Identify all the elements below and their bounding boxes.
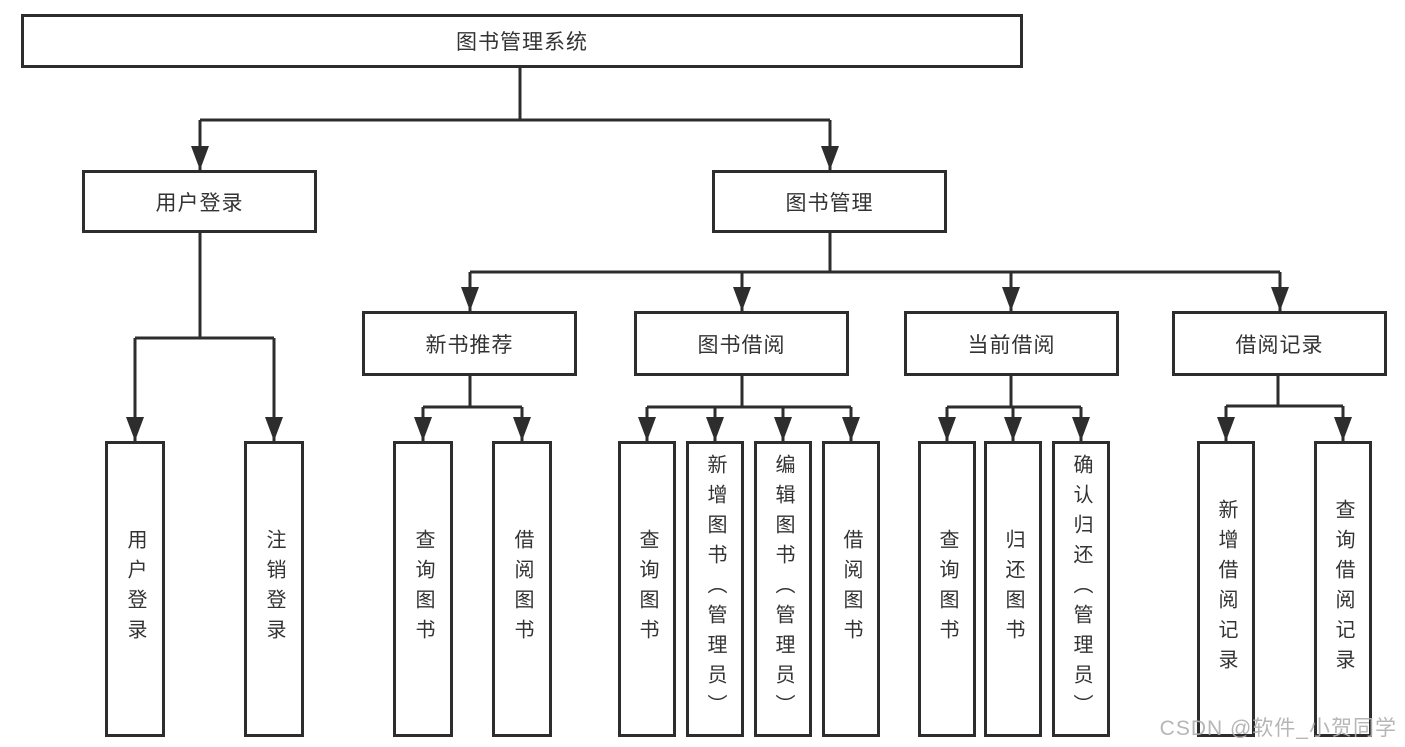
node-current-borrow-label: 当前借阅: [967, 333, 1056, 357]
leaf-br-add-record: 新增借阅记录: [1197, 441, 1255, 737]
node-user-login-label: 用户登录: [155, 191, 244, 215]
connector-current-borrow-trunk: [947, 376, 1081, 409]
node-system-label: 图书管理系统: [456, 31, 588, 54]
node-user-login: 用户登录: [82, 170, 317, 233]
node-system: 图书管理系统: [21, 14, 1023, 68]
node-borrow-records: 借阅记录: [1172, 311, 1387, 376]
leaf-cb-query-book: 查询图书: [918, 441, 976, 737]
leaf-cb-return-book-label: 归还图书: [1002, 529, 1024, 649]
node-new-book-recommend: 新书推荐: [362, 311, 577, 376]
leaf-bb-add-book-admin: 新增图书（管理员）: [686, 441, 744, 737]
leaf-nb-borrow-book-label: 借阅图书: [511, 529, 533, 649]
node-book-borrow-label: 图书借阅: [697, 333, 786, 357]
leaf-logout: 注销登录: [244, 441, 304, 737]
node-book-borrow: 图书借阅: [634, 311, 849, 376]
csdn-watermark: CSDN @软件_小贺同学: [1159, 717, 1397, 740]
connector-book-borrow-trunk: [647, 376, 851, 409]
leaf-br-query-record-label: 查询借阅记录: [1332, 499, 1354, 679]
leaf-cb-confirm-return-admin: 确认归还（管理员）: [1052, 441, 1110, 737]
node-book-management: 图书管理: [712, 170, 947, 233]
node-current-borrow: 当前借阅: [904, 311, 1119, 376]
connector-new-book-trunk: [423, 376, 522, 409]
leaf-br-query-record: 查询借阅记录: [1314, 441, 1372, 737]
leaf-bb-edit-book-admin-label: 编辑图书（管理员）: [772, 454, 794, 724]
leaf-nb-borrow-book: 借阅图书: [492, 441, 552, 737]
connector-borrow-records-trunk: [1226, 376, 1343, 408]
leaf-nb-query-book-label: 查询图书: [412, 529, 434, 649]
leaf-bb-add-book-admin-label: 新增图书（管理员）: [704, 454, 726, 724]
node-book-management-label: 图书管理: [785, 191, 874, 215]
leaf-br-add-record-label: 新增借阅记录: [1215, 499, 1237, 679]
leaf-bb-query-book-label: 查询图书: [636, 529, 658, 649]
connector-book-management-trunk: [470, 233, 1280, 274]
leaf-bb-query-book: 查询图书: [618, 441, 676, 737]
leaf-bb-borrow-book: 借阅图书: [822, 441, 880, 737]
leaf-bb-borrow-book-label: 借阅图书: [840, 529, 862, 649]
node-borrow-records-label: 借阅记录: [1235, 333, 1324, 357]
leaf-cb-return-book: 归还图书: [984, 441, 1042, 737]
leaf-bb-edit-book-admin: 编辑图书（管理员）: [754, 441, 812, 737]
leaf-user-login: 用户登录: [105, 441, 165, 737]
connector-user-login-trunk: [135, 233, 274, 340]
leaf-user-login-label: 用户登录: [124, 529, 146, 649]
leaf-logout-label: 注销登录: [263, 529, 285, 649]
leaf-cb-confirm-return-admin-label: 确认归还（管理员）: [1070, 454, 1092, 724]
leaf-cb-query-book-label: 查询图书: [936, 529, 958, 649]
connector-root-trunk: [200, 68, 830, 122]
leaf-nb-query-book: 查询图书: [393, 441, 453, 737]
node-new-book-recommend-label: 新书推荐: [425, 333, 514, 357]
